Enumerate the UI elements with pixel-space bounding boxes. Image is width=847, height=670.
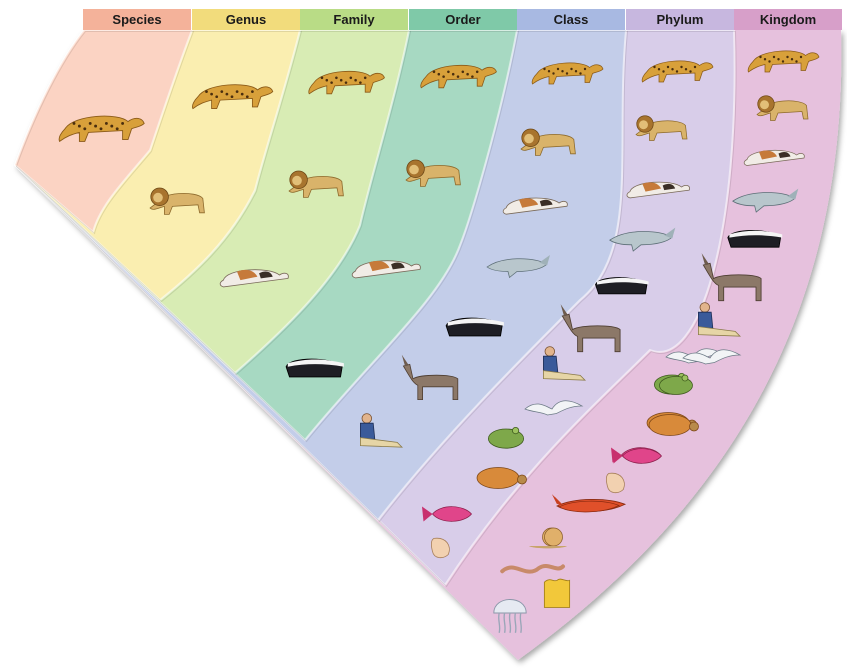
rank-header-family: Family bbox=[300, 9, 408, 30]
rank-header-species: Species bbox=[83, 9, 191, 30]
rank-header-class: Class bbox=[517, 9, 625, 30]
rank-header-phylum: Phylum bbox=[626, 9, 734, 30]
rank-header-label: Phylum bbox=[657, 12, 704, 27]
rank-header-label: Order bbox=[445, 12, 480, 27]
sponge-icon bbox=[544, 579, 569, 607]
rank-header-label: Species bbox=[112, 12, 161, 27]
skunk-icon bbox=[728, 230, 782, 247]
skunk-icon bbox=[446, 318, 504, 336]
rank-headers: Species Genus Family Order Class Phylum Kingdo… bbox=[83, 9, 842, 30]
rank-header-genus: Genus bbox=[192, 9, 300, 30]
skunk-icon bbox=[286, 359, 344, 377]
rank-header-label: Family bbox=[333, 12, 375, 27]
rank-header-label: Genus bbox=[226, 12, 266, 27]
rank-header-label: Class bbox=[554, 12, 589, 27]
rank-header-kingdom: Kingdom bbox=[734, 9, 842, 30]
skunk-icon bbox=[595, 278, 648, 294]
rank-header-label: Kingdom bbox=[760, 12, 816, 27]
rank-header-order: Order bbox=[409, 9, 517, 30]
